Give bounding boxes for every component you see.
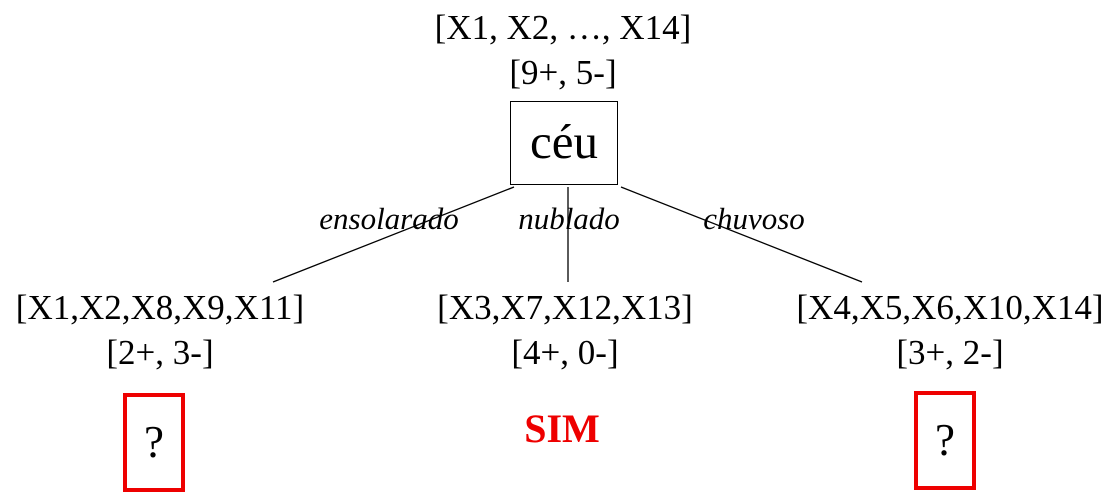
- leaf-answer-sim: SIM: [524, 406, 600, 451]
- child-set-label-nublado: [X3,X7,X12,X13]: [437, 288, 693, 327]
- child-count-label-chuvoso: [3+, 2-]: [896, 333, 1004, 372]
- undetermined-leaf-chuvoso: ?: [914, 391, 976, 490]
- edge-label-ensolarado: ensolarado: [319, 201, 459, 236]
- root-set-label: [X1, X2, …, X14]: [434, 8, 692, 47]
- question-mark-ensolarado: ?: [144, 417, 164, 467]
- undetermined-leaf-ensolarado: ?: [123, 393, 185, 492]
- question-mark-chuvoso: ?: [935, 415, 955, 465]
- child-count-label-nublado: [4+, 0-]: [511, 333, 619, 372]
- root-attribute-label: céu: [530, 113, 598, 169]
- edge-label-chuvoso: chuvoso: [703, 201, 805, 236]
- root-count-label: [9+, 5-]: [509, 53, 617, 92]
- edge-ensolarado: [272, 186, 515, 283]
- child-count-label-ensolarado: [2+, 3-]: [106, 333, 214, 372]
- child-set-label-ensolarado: [X1,X2,X8,X9,X11]: [15, 288, 305, 327]
- edge-label-nublado: nublado: [518, 201, 620, 236]
- edge-chuvoso: [620, 186, 863, 283]
- root-attribute-node: céu: [510, 101, 618, 185]
- child-set-label-chuvoso: [X4,X5,X6,X10,X14]: [796, 288, 1104, 327]
